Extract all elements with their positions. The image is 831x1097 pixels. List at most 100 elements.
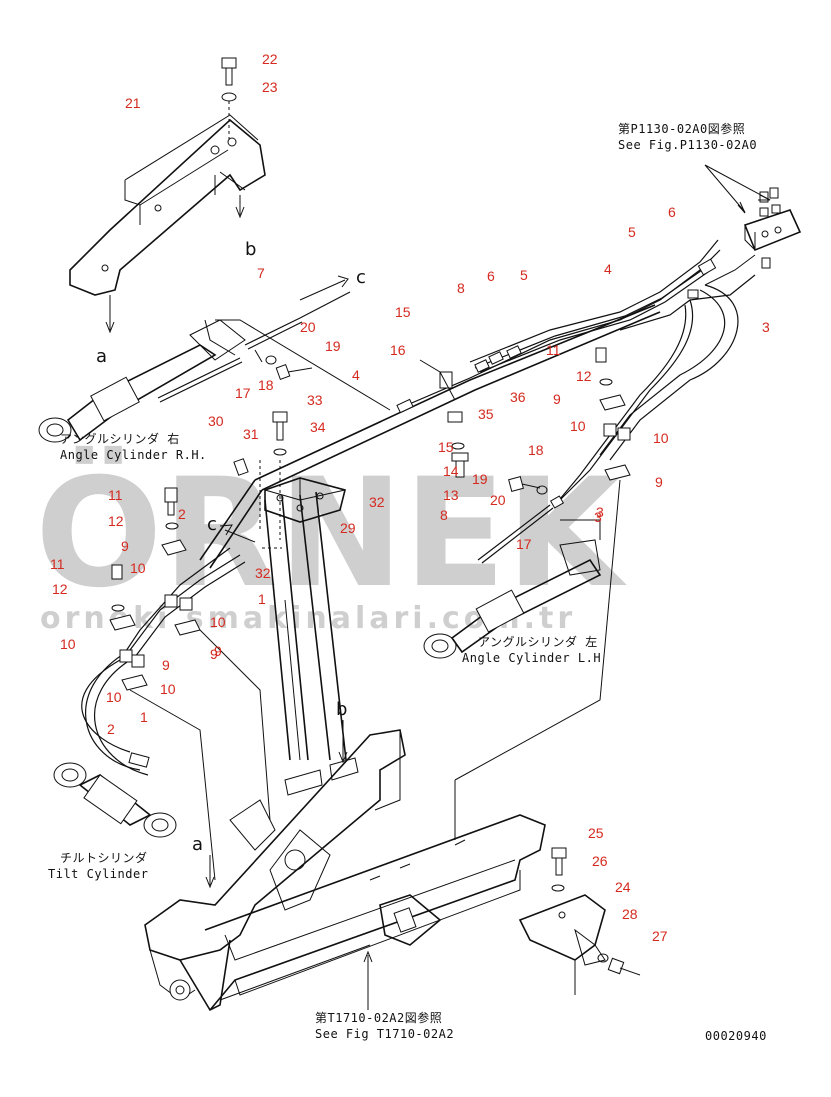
callout-22: 22 (262, 51, 278, 67)
callout-28: 28 (622, 906, 638, 922)
callout-17: 17 (516, 536, 532, 552)
callout-10: 10 (106, 689, 122, 705)
callout-10: 10 (653, 430, 669, 446)
leader-lines (129, 319, 621, 1001)
callout-5: 5 (628, 224, 636, 240)
callout-8: 8 (457, 280, 465, 296)
view-letter-3: c (207, 514, 217, 535)
callout-29: 29 (340, 520, 356, 536)
frame-beams (199, 304, 661, 761)
callout-15: 15 (438, 439, 454, 455)
clamp-9-right (599, 394, 626, 411)
arrow-c-top (299, 275, 349, 301)
arrow-a-top (105, 295, 115, 334)
bolt-33 (275, 364, 313, 380)
control-valve-block (704, 187, 802, 286)
callout-4: 4 (352, 367, 360, 383)
lower-frame (144, 729, 546, 1012)
callout-1: 1 (140, 709, 148, 725)
callout-15: 15 (395, 304, 411, 320)
bolt-27 (597, 953, 641, 976)
callout-5: 5 (520, 267, 528, 283)
callout-24: 24 (615, 879, 631, 895)
callout-10: 10 (570, 418, 586, 434)
callout-20: 20 (490, 492, 506, 508)
callout-32: 32 (255, 565, 271, 581)
ref-bottom-jp: 第T1710-02A2図参照 (315, 1010, 442, 1025)
callout-9: 9 (655, 474, 663, 490)
callout-33: 33 (307, 392, 323, 408)
view-letter-2: c (356, 267, 366, 288)
bolt-22 (221, 57, 237, 86)
hose-7 (244, 291, 351, 350)
angle-rh-jp: アングルシリンダ 右 (60, 431, 180, 446)
callout-19: 19 (472, 471, 488, 487)
callout-35: 35 (478, 406, 494, 422)
watermark-brand: ÖRNEK (35, 445, 627, 621)
callout-11: 11 (108, 487, 123, 503)
angle-lh-en: Angle Cylinder L.H (462, 651, 601, 665)
callout-17: 17 (235, 385, 251, 401)
callout-12: 12 (108, 513, 124, 529)
callout-9: 9 (121, 538, 129, 554)
callout-18: 18 (528, 442, 544, 458)
arrow-b-top (235, 195, 245, 219)
callout-3: 3 (596, 504, 604, 520)
callout-8: 8 (440, 507, 448, 523)
callout-4: 4 (604, 261, 612, 277)
callout-21: 21 (125, 95, 141, 111)
callout-10: 10 (60, 636, 76, 652)
arrow-ref-bottom (363, 950, 373, 1010)
view-letter-5: b (336, 699, 347, 720)
callout-10: 10 (130, 560, 146, 576)
bolt-34 (272, 411, 288, 456)
callout-3: 3 (762, 319, 770, 335)
callout-18: 18 (258, 377, 274, 393)
angle-cylinder-lh (423, 504, 602, 659)
callout-34: 34 (310, 419, 326, 435)
clamp-15-lower (447, 411, 463, 423)
callout-31: 31 (243, 426, 259, 442)
view-letter-4: a (192, 834, 203, 855)
callout-11: 11 (546, 342, 561, 358)
callout-27: 27 (652, 928, 668, 944)
callout-6: 6 (487, 268, 495, 284)
ref-top-en: See Fig.P1130-02A0 (618, 138, 757, 152)
view-letter-1: b (245, 239, 256, 260)
ref-top-jp: 第P1130-02A0図参照 (618, 121, 745, 136)
arrow-a-lower (205, 855, 215, 889)
bolt-25 (551, 847, 567, 892)
callout-20: 20 (300, 319, 316, 335)
callout-2: 2 (107, 721, 115, 737)
callout-12: 12 (576, 368, 592, 384)
angle-rh-en: Angle Cylinder R.H. (60, 448, 207, 462)
callout-13: 13 (443, 487, 459, 503)
callout-3: 3 (594, 509, 602, 525)
callout-14: 14 (443, 463, 459, 479)
drawing-code: 00020940 (705, 1029, 767, 1043)
callout-10: 10 (210, 614, 226, 630)
callout-11: 11 (50, 556, 65, 572)
callout-7: 7 (257, 265, 265, 281)
tilt-jp: チルトシリンダ (60, 850, 148, 865)
angle-lh-jp: アングルシリンダ 左 (478, 634, 598, 649)
bolt-11-left-a (164, 487, 178, 503)
ref-leader-top (704, 164, 771, 213)
bolt-30 (233, 458, 249, 476)
washer-23 (221, 92, 237, 102)
clamp-15-upper (439, 371, 453, 389)
hose-3-a (609, 284, 739, 461)
callout-9: 9 (210, 646, 218, 662)
callout-6: 6 (668, 204, 676, 220)
callout-16: 16 (390, 342, 406, 358)
arrow-c-mid (219, 524, 256, 543)
callout-9: 9 (214, 643, 222, 659)
callout-26: 26 (592, 853, 608, 869)
callout-19: 19 (325, 338, 341, 354)
arrow-b-lower (338, 720, 348, 764)
callout-30: 30 (208, 413, 224, 429)
